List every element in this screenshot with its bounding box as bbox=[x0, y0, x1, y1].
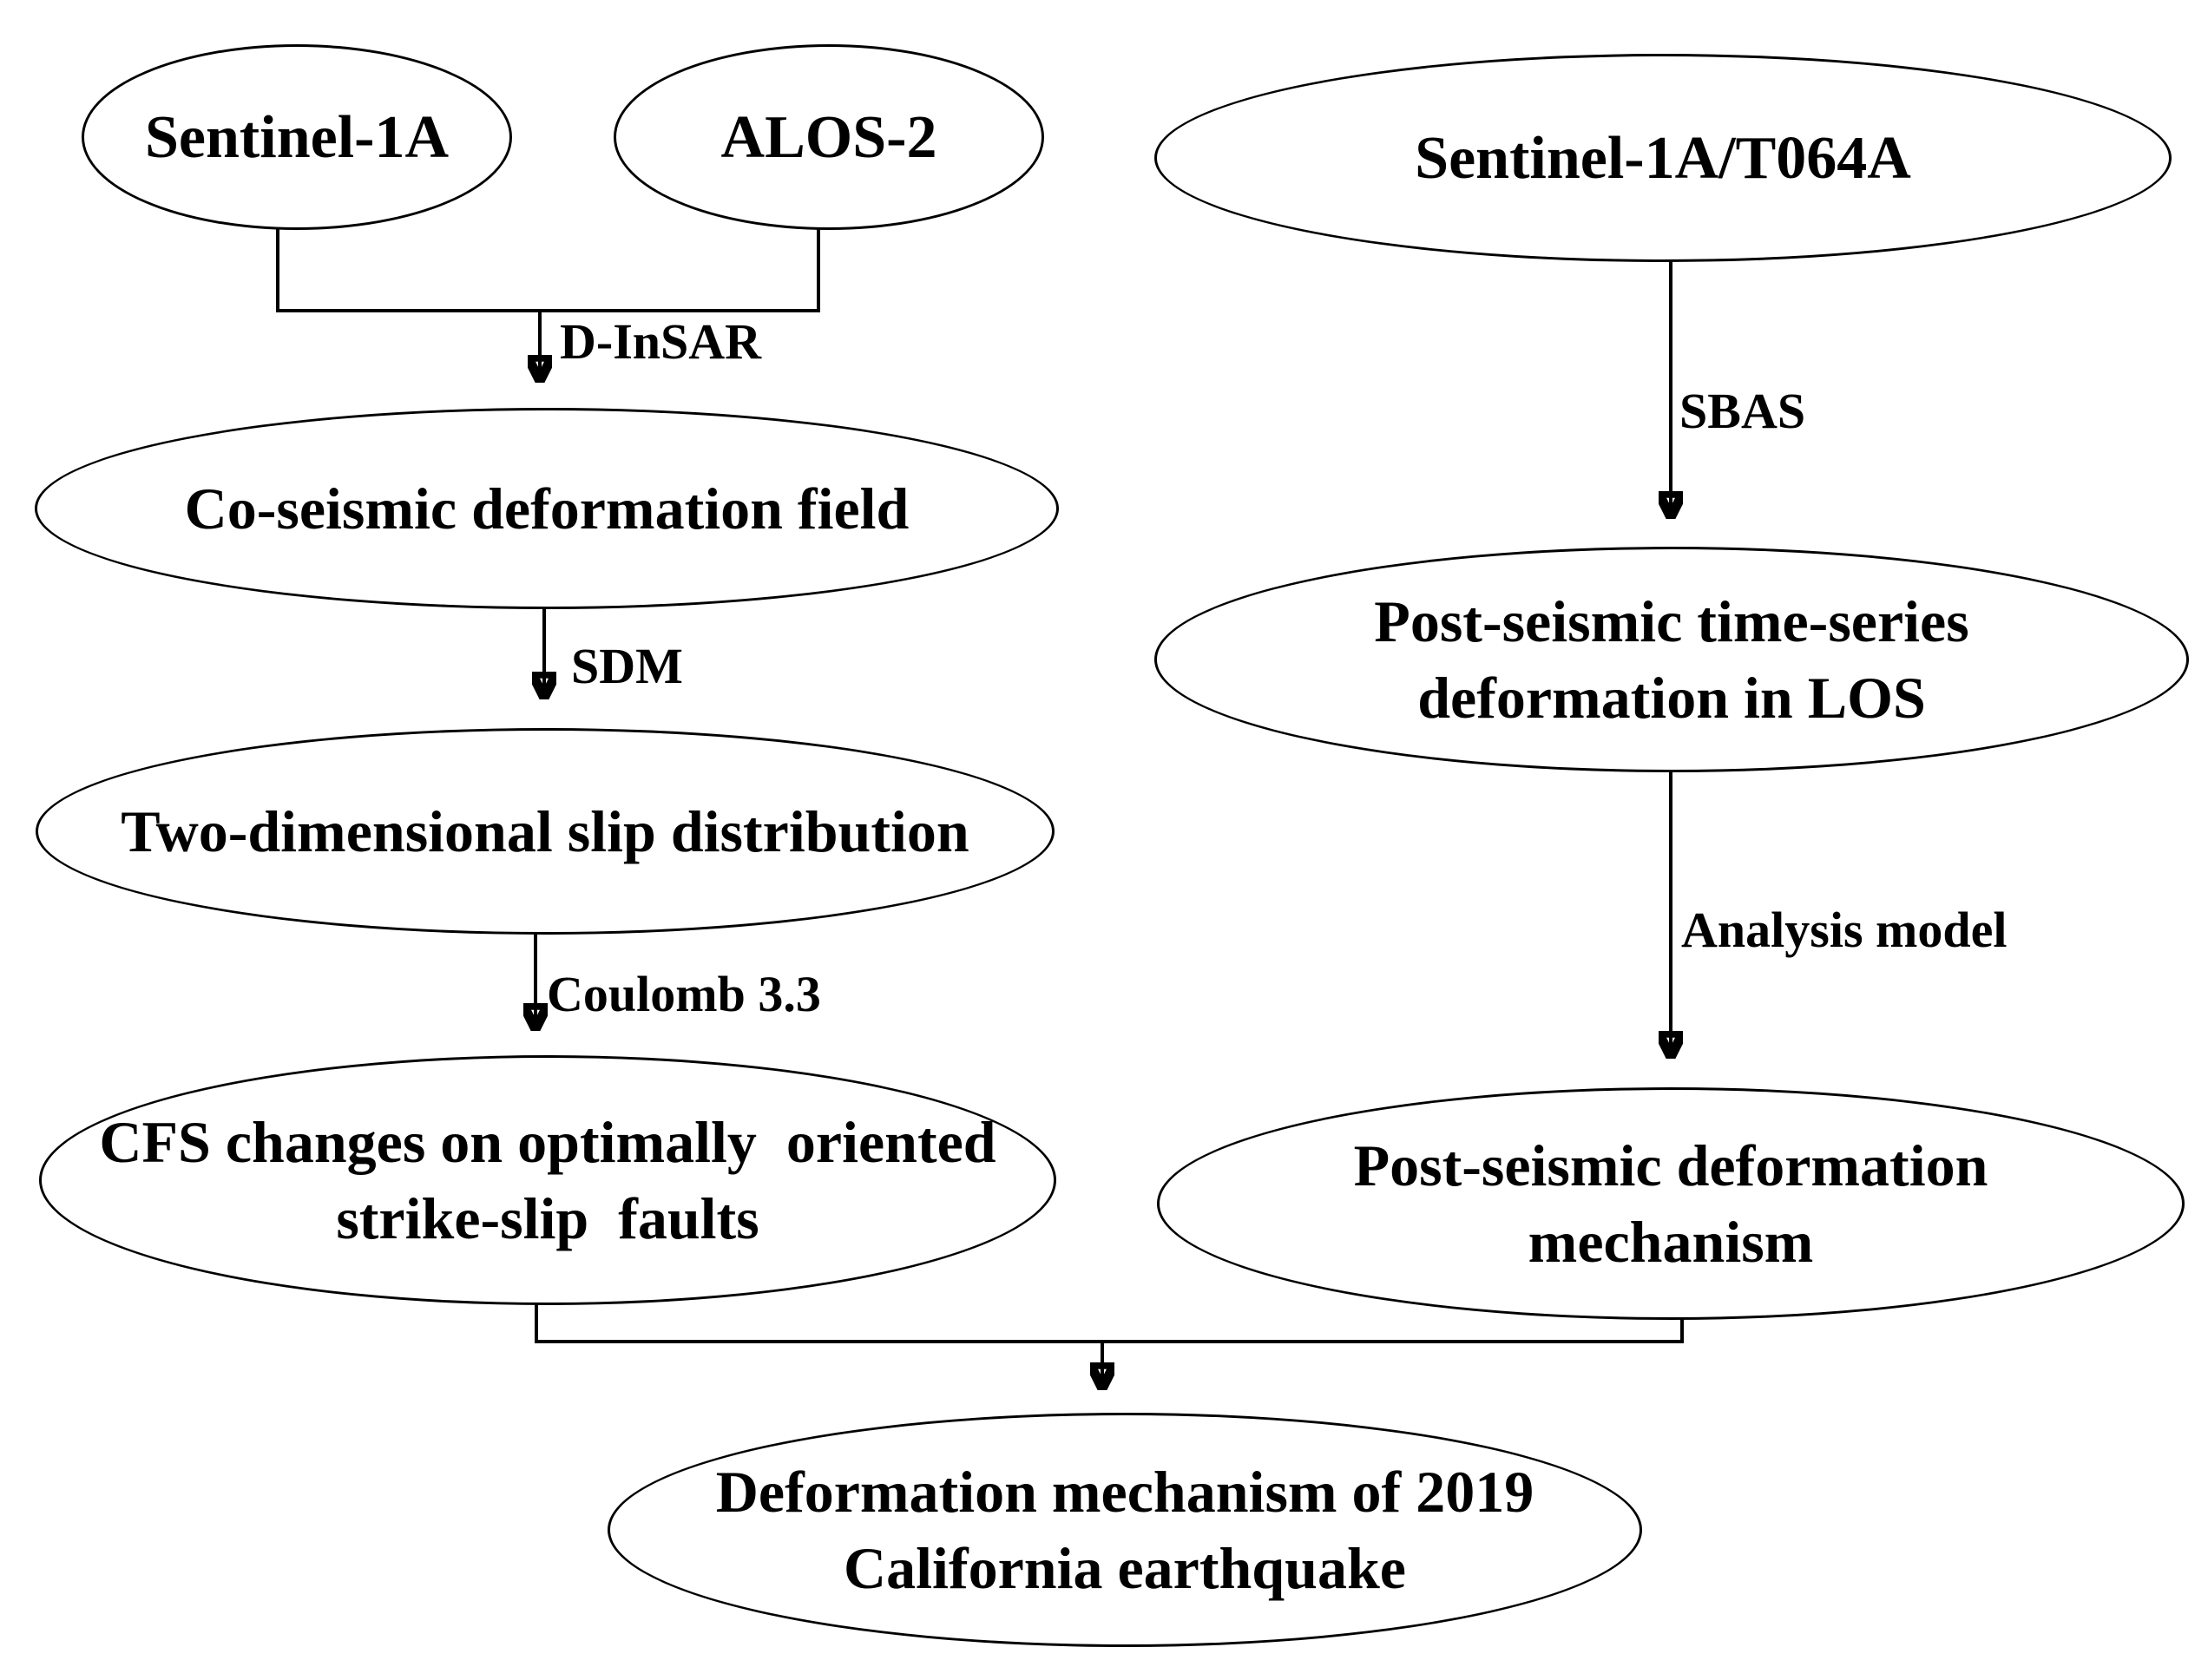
edge-label-sdm: SDM bbox=[571, 638, 683, 694]
edge-label-analysis-model: Analysis model bbox=[1681, 902, 2008, 958]
node-alos-2-label: ALOS-2 bbox=[720, 103, 937, 171]
node-post-seismic-ts-line1: Post-seismic time-series bbox=[1374, 587, 1969, 654]
edge-label-d-insar: D-InSAR bbox=[560, 313, 762, 370]
node-post-seismic-time-series: Post-seismic time-series deformation in … bbox=[1154, 547, 2189, 772]
node-sentinel-1a-t064a-label: Sentinel-1A/T064A bbox=[1415, 124, 1911, 192]
node-final-deformation-mechanism: Deformation mechanism of 2019 California… bbox=[608, 1413, 1642, 1647]
node-post-seismic-mech-line2: mechanism bbox=[1528, 1209, 1814, 1275]
node-sentinel-1a-label: Sentinel-1A bbox=[145, 103, 449, 171]
node-cfs-line2: strike-slip faults bbox=[336, 1185, 759, 1251]
node-cfs-changes: CFS changes on optimally oriented strike… bbox=[39, 1055, 1056, 1305]
node-post-seismic-mechanism: Post-seismic deformation mechanism bbox=[1157, 1087, 2185, 1320]
node-sentinel-1a-t064a: Sentinel-1A/T064A bbox=[1154, 54, 2172, 262]
node-two-dimensional-slip-distribution: Two-dimensional slip distribution bbox=[36, 728, 1055, 935]
node-post-seismic-mech-line1: Post-seismic deformation bbox=[1353, 1132, 1988, 1198]
edge-label-coulomb: Coulomb 3.3 bbox=[547, 966, 821, 1022]
node-final-line2: California earthquake bbox=[844, 1535, 1406, 1601]
edge-label-sbas: SBAS bbox=[1679, 383, 1806, 439]
node-final-line1: Deformation mechanism of 2019 bbox=[715, 1458, 1534, 1525]
node-sentinel-1a: Sentinel-1A bbox=[82, 44, 512, 230]
node-coseismic-deformation-field: Co-seismic deformation field bbox=[35, 408, 1059, 609]
node-coseismic-label: Co-seismic deformation field bbox=[184, 475, 910, 541]
node-cfs-line1: CFS changes on optimally oriented bbox=[99, 1108, 996, 1175]
node-alos-2: ALOS-2 bbox=[614, 44, 1044, 230]
node-post-seismic-ts-line2: deformation in LOS bbox=[1417, 665, 1926, 731]
node-two-dimensional-label: Two-dimensional slip distribution bbox=[121, 797, 969, 864]
